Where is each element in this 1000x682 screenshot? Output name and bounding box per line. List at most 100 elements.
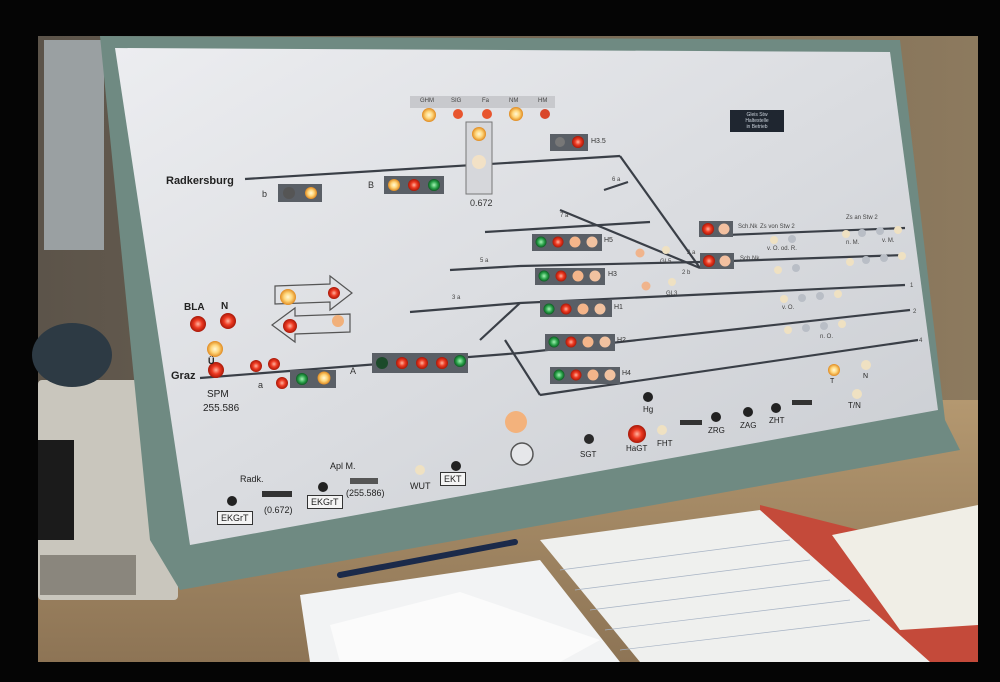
label-b-small: b xyxy=(262,189,268,199)
label-radk-val: (0.672) xyxy=(264,505,293,515)
signal-h35 xyxy=(550,134,588,151)
plate-line-3: in Betrieb xyxy=(746,124,768,130)
label-tn: T/N xyxy=(848,401,861,410)
plate-line-1: Gleis Stw xyxy=(746,112,768,118)
top-label-fa: Fa xyxy=(482,98,490,104)
u-lamp xyxy=(207,341,223,357)
top-label-nm: NM xyxy=(509,98,519,104)
log-book xyxy=(540,510,930,662)
label-n-o: n. O. xyxy=(820,334,834,340)
spm-lamp xyxy=(208,362,224,378)
log-book-lines xyxy=(559,539,871,651)
nm-lamp xyxy=(509,107,523,121)
label-schn-2: Sch.Nk xyxy=(740,256,760,262)
bla-lamp xyxy=(190,316,206,332)
label-a-small: a xyxy=(258,380,264,390)
siding-3a: 3 a xyxy=(452,295,461,301)
label-schn-1: Sch.Nk xyxy=(738,224,758,230)
ghm-lamp xyxy=(422,108,436,122)
label-h3: H3 xyxy=(608,271,617,278)
bottom-button-row xyxy=(227,392,812,506)
label-hg: Hg xyxy=(643,405,654,414)
info-plate: Gleis Stw Haltestelle in Betrieb xyxy=(730,110,784,132)
label-aplm: Apl M. xyxy=(330,461,356,471)
window-frame xyxy=(44,40,104,250)
label-h2: H2 xyxy=(617,337,626,344)
fa-lamp xyxy=(482,109,492,119)
top-label-ghm: GHM xyxy=(420,98,434,104)
label-spm: SPM xyxy=(207,389,229,400)
panel-face xyxy=(115,48,938,545)
label-h35: H3.5 xyxy=(591,138,606,145)
label-fht: FHT xyxy=(657,439,673,448)
track-number-2: 2 xyxy=(913,309,917,315)
telephone-handset xyxy=(32,323,112,387)
label-a-big: A xyxy=(350,366,357,376)
label-zht: ZHT xyxy=(769,416,785,425)
siding-2a: 2 a xyxy=(687,250,696,256)
label-b-big: B xyxy=(368,180,375,190)
label-wut: WUT xyxy=(410,481,431,491)
label-v-gd-r: v. O. od. R. xyxy=(767,246,797,252)
small-note xyxy=(330,592,600,662)
top-indicator-row xyxy=(410,96,555,122)
top-label-sig: SIG xyxy=(451,98,462,104)
hm-lamp xyxy=(540,109,550,119)
label-n-right: N xyxy=(863,373,869,380)
siding-7a: 7 a xyxy=(560,213,569,219)
signal-h3 xyxy=(535,268,605,285)
signal-b-big xyxy=(384,176,444,194)
direction-arrow-left xyxy=(270,306,351,344)
signal-a-big xyxy=(372,353,468,373)
signal-h4 xyxy=(550,367,620,384)
direction-arrow-right xyxy=(274,274,353,312)
ekt-button[interactable]: EKT xyxy=(440,472,466,486)
label-zs-von: Zs von Stw 2 xyxy=(760,224,795,230)
track-number-1: 1 xyxy=(910,283,914,289)
label-u: Ü xyxy=(208,356,215,366)
signal-h1 xyxy=(540,300,612,317)
n-lamp xyxy=(220,313,236,329)
right-sheet xyxy=(832,505,978,630)
crossing-indicator xyxy=(465,121,493,195)
label-radk: Radk. xyxy=(240,474,264,484)
km-marker: 0.672 xyxy=(470,198,493,208)
siding-6a: 6 a xyxy=(612,177,621,183)
label-aplm-val: (255.586) xyxy=(346,488,385,498)
label-v-o: v. O. xyxy=(782,305,795,311)
top-label-hm: HM xyxy=(538,98,548,104)
label-sgt: SGT xyxy=(580,450,597,459)
signal-a-pre xyxy=(250,358,288,389)
signal-a-small xyxy=(290,370,336,388)
label-spm-value: 255.586 xyxy=(203,403,240,414)
left-cabinet-vent xyxy=(40,555,136,595)
label-zag: ZAG xyxy=(740,421,757,430)
label-h4: H4 xyxy=(622,370,631,377)
label-t: T xyxy=(830,378,835,385)
label-gl3: GL3 xyxy=(666,291,678,297)
station-radkersburg: Radkersburg xyxy=(166,175,234,187)
label-zrg: ZRG xyxy=(708,426,725,435)
ekgrt-button-2[interactable]: EKGrT xyxy=(307,495,343,509)
sig-lamp xyxy=(453,109,463,119)
signal-h2 xyxy=(545,334,615,351)
label-n: N xyxy=(221,301,229,312)
ekgrt-button-1[interactable]: EKGrT xyxy=(217,511,253,525)
station-graz: Graz xyxy=(171,370,196,382)
label-bla: BLA xyxy=(184,302,205,313)
siding-5a: 5 a xyxy=(480,258,489,264)
label-v-m: v. M. xyxy=(882,238,895,244)
signal-h5 xyxy=(532,234,602,251)
plate-line-2: Haltestelle xyxy=(745,118,769,124)
track-number-4: 4 xyxy=(919,338,923,344)
signal-b-small xyxy=(278,184,322,202)
label-gl5: GL5 xyxy=(660,259,672,265)
label-n-m: n. M. xyxy=(846,240,860,246)
label-hagt: HaGT xyxy=(626,444,648,453)
switch-box xyxy=(38,440,74,540)
label-h1: H1 xyxy=(614,304,623,311)
siding-2b: 2 b xyxy=(682,270,691,276)
label-zs-an: Zs an Stw 2 xyxy=(846,215,878,221)
label-h5: H5 xyxy=(604,237,613,244)
